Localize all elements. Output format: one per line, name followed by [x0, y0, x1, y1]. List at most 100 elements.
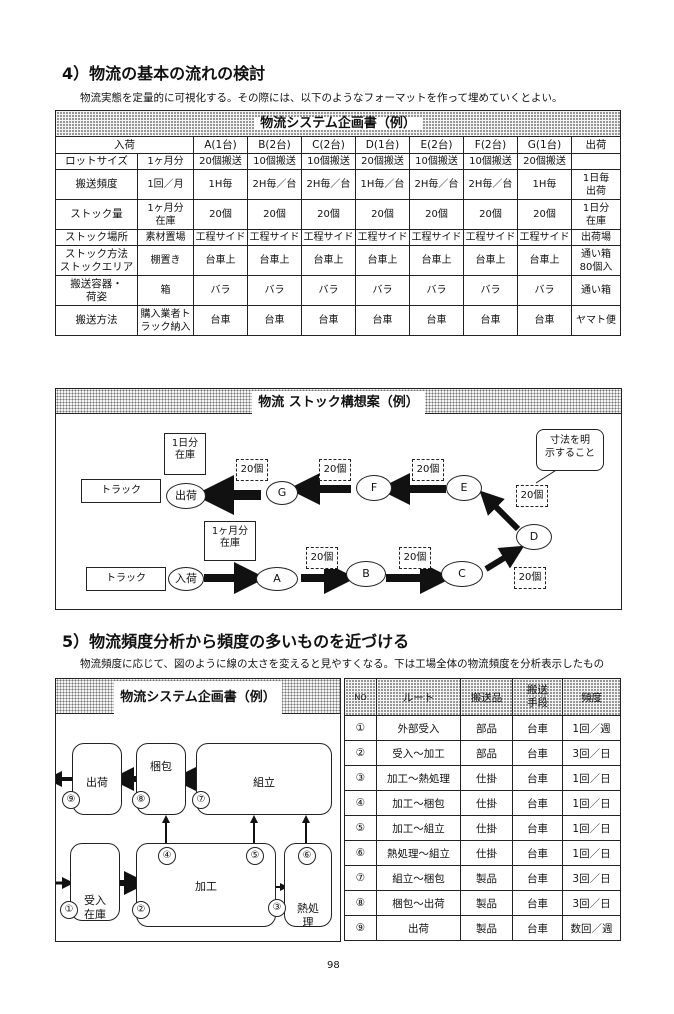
freq-cell: 台車 [512, 840, 563, 866]
freq-cell: ① [344, 715, 377, 741]
qty-box-a: 20個 [306, 547, 338, 569]
plan-cell: 1H毎 [193, 169, 248, 200]
plan-cell: バラ [301, 275, 356, 306]
plan-row-label: ストック方法 ストックエリア [55, 245, 138, 276]
truck-ship: トラック [81, 479, 161, 503]
plan-cell: 2H毎／台 [247, 169, 302, 200]
node-ship: 出荷 [166, 483, 206, 509]
area-assemble-label: 組立 [253, 776, 275, 789]
freq-header-no: NO [344, 678, 377, 716]
page-number: 98 [327, 960, 340, 971]
plan-cell: バラ [409, 275, 464, 306]
plan-cell: バラ [247, 275, 302, 306]
plan-cell: 20個 [247, 199, 302, 230]
plan-cell: 工程サイド [409, 229, 464, 246]
plan-cell: 台車上 [409, 245, 464, 276]
plan-table-row: ストック場所素材置場工程サイド工程サイド工程サイド工程サイド工程サイド工程サイド… [55, 229, 622, 246]
plan-row-label: 搬送方法 [55, 305, 138, 336]
freq-cell: 1回／日 [562, 815, 621, 841]
freq-cell: 3回／日 [562, 865, 621, 891]
route-marker-3: ③ [268, 899, 286, 917]
plan-cell: 台車上 [193, 245, 248, 276]
plan-table-row: 搬送容器・ 荷姿箱バラバラバラバラバラバラバラ通い箱 [55, 275, 622, 306]
plan-row-label: ストック量 [55, 199, 138, 230]
node-a: A [256, 567, 298, 591]
plan-table-title: 物流システム企画書（例） [254, 116, 422, 130]
freq-cell: 台車 [512, 715, 563, 741]
factory-title-bar: 物流システム企画書（例） [56, 679, 340, 715]
freq-cell: 製品 [460, 890, 513, 916]
plan-cell: 工程サイド [463, 229, 518, 246]
area-receive-label: 受入 在庫 [84, 894, 106, 921]
freq-cell: 外部受入 [376, 715, 461, 741]
freq-cell: 加工～組立 [376, 815, 461, 841]
freq-cell: ④ [344, 790, 377, 816]
freq-cell: 台車 [512, 890, 563, 916]
header-cell: 入荷 [55, 136, 194, 154]
section-5-heading: 5）物流頻度分析から頻度の多いものを近づける [62, 632, 410, 651]
freq-cell: 台車 [512, 815, 563, 841]
freq-cell: 仕掛 [460, 840, 513, 866]
freq-cell: 製品 [460, 915, 513, 941]
freq-header-row: NO ルート 搬送品 搬送 手段 頻度 [344, 678, 621, 716]
plan-cell: バラ [517, 275, 572, 306]
freq-cell: 受入～加工 [376, 740, 461, 766]
plan-cell: 購入業者トラック納入 [137, 305, 194, 336]
plan-cell: 1回／月 [137, 169, 194, 200]
freq-cell: ⑦ [344, 865, 377, 891]
node-d: D [516, 524, 552, 550]
freq-cell: 仕掛 [460, 765, 513, 791]
freq-cell: 3回／日 [562, 740, 621, 766]
freq-cell: ⑥ [344, 840, 377, 866]
plan-row-label: 搬送容器・ 荷姿 [55, 275, 138, 306]
plan-table-title-row: 物流システム企画書（例） [54, 110, 622, 137]
factory-title: 物流システム企画書（例） [114, 681, 282, 715]
stock-plan-diagram: 物流 ストック構想案（例） トラック トラック 1日分 在庫 1ヶ月分 在庫 2… [55, 388, 622, 610]
plan-cell: 箱 [137, 275, 194, 306]
freq-cell: ⑤ [344, 815, 377, 841]
freq-cell: ② [344, 740, 377, 766]
plan-cell: 1日分 在庫 [570, 199, 622, 230]
plan-cell: 1ヶ月分 [137, 153, 194, 170]
header-cell: D(1台) [355, 136, 410, 154]
plan-cell: 台車 [301, 305, 356, 336]
area-assemble: 組立 [196, 743, 332, 815]
plan-cell: 台車 [193, 305, 248, 336]
node-b: B [346, 561, 386, 587]
plan-cell: 2H毎／台 [301, 169, 356, 200]
plan-cell: 20個搬送 [193, 153, 248, 170]
section-5-description: 物流頻度に応じて、図のように線の太さを変えると見やすくなる。下は工場全体の物流頻… [80, 658, 605, 670]
plan-cell: ヤマト便 [570, 305, 622, 336]
freq-cell: 1回／日 [562, 765, 621, 791]
freq-cell: 梱包～出荷 [376, 890, 461, 916]
plan-cell: 台車上 [301, 245, 356, 276]
flow-arrows [194, 466, 562, 594]
freq-cell: 1回／日 [562, 790, 621, 816]
plan-cell: 素材置場 [137, 229, 194, 246]
plan-cell: 通い箱 80個入 [570, 245, 622, 276]
freq-header-frequency: 頻度 [562, 678, 621, 716]
plan-table-row: ストック方法 ストックエリア棚置き台車上台車上台車上台車上台車上台車上台車上通い… [55, 245, 622, 276]
freq-cell: 加工～梱包 [376, 790, 461, 816]
route-marker-6: ⑥ [298, 847, 316, 865]
freq-header-item: 搬送品 [460, 678, 513, 716]
factory-flow-diagram: 物流システム企画書（例） 出荷 梱包 組立 受入 在庫 加工 熱処 理 ⑨ ⑧ … [55, 678, 341, 942]
header-cell: E(2台) [409, 136, 464, 154]
freq-cell: 加工～熱処理 [376, 765, 461, 791]
node-receive: 入荷 [168, 567, 204, 591]
plan-cell: 工程サイド [355, 229, 410, 246]
stock-1month-box: 1ヶ月分 在庫 [204, 521, 256, 561]
route-marker-5: ⑤ [246, 847, 264, 865]
route-marker-7: ⑦ [192, 791, 210, 809]
freq-cell: 熱処理～組立 [376, 840, 461, 866]
plan-cell: 20個 [463, 199, 518, 230]
plan-cell: 台車上 [355, 245, 410, 276]
plan-cell: 棚置き [137, 245, 194, 276]
qty-box-d-upper: 20個 [516, 485, 548, 507]
plan-cell: 20個搬送 [517, 153, 572, 170]
plan-cell: 2H毎／台 [409, 169, 464, 200]
header-cell: B(2台) [247, 136, 302, 154]
